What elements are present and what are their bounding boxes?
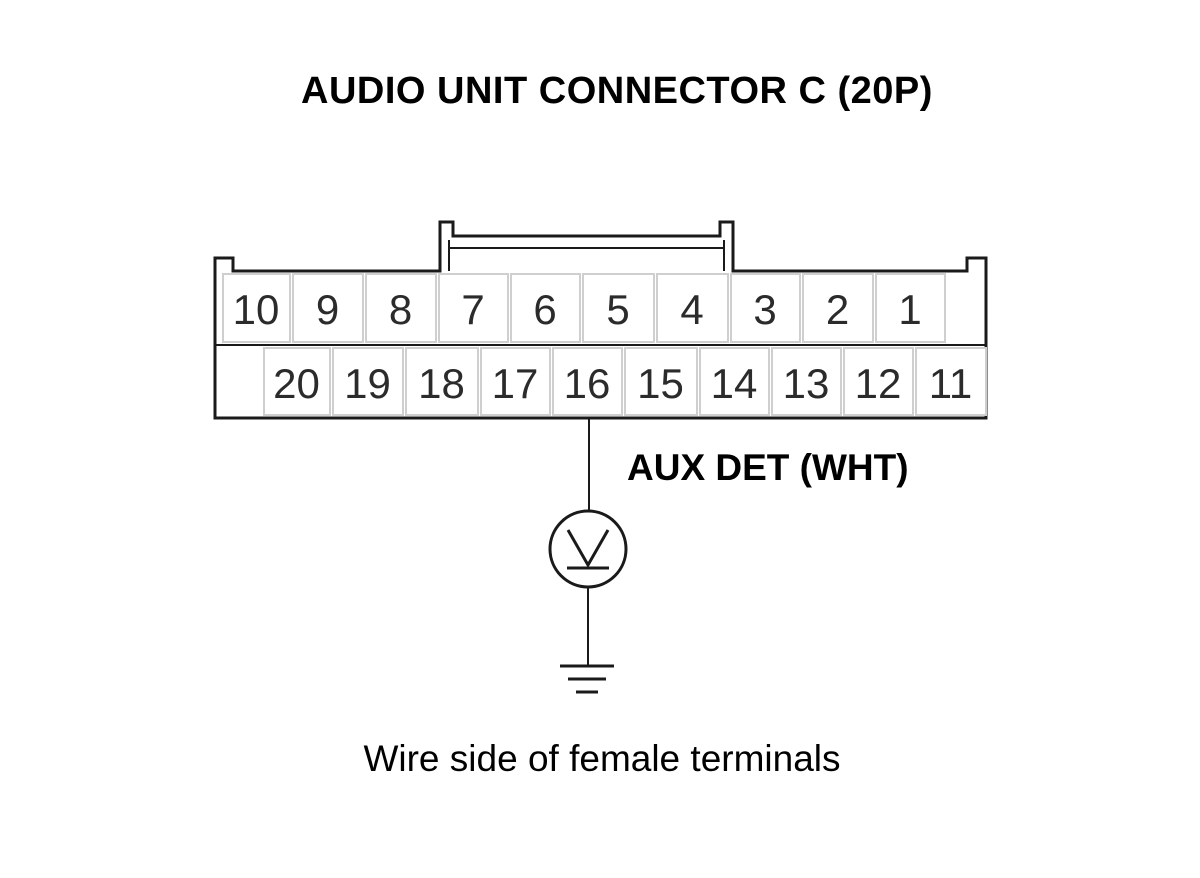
pin-row-top: 10 9 8 7 6 5 4 3 2 1 [215,273,986,346]
pin-label-4: 4 [680,286,703,333]
pin-cell-5 [582,273,655,343]
pin-label-2: 2 [826,286,849,333]
pin-cell-4 [656,273,729,343]
pin-label-11: 11 [929,360,973,407]
pin-label-1: 1 [898,286,921,333]
pin-cell-2 [802,273,874,343]
pin-cell-11 [915,347,987,416]
pin-label-19: 19 [344,360,391,407]
caption: Wire side of female terminals [363,738,841,779]
pin-label-15: 15 [637,360,684,407]
pin-cell-3 [730,273,801,343]
pin-label-9: 9 [316,286,339,333]
pin-cell-17 [480,347,551,416]
pin-label-3: 3 [753,286,776,333]
pin-cell-18 [405,347,479,416]
pin-label-13: 13 [783,360,830,407]
pin-cell-13 [771,347,842,416]
pin-label-7: 7 [461,286,484,333]
pin-cell-15 [624,347,698,416]
pin-cell-9 [292,273,364,343]
pin-cell-7 [438,273,509,343]
pin-label-6: 6 [533,286,556,333]
diagram-title: AUDIO UNIT CONNECTOR C (20P) [301,70,933,112]
pin-cell-19 [332,347,404,416]
pin-cell-20 [263,347,331,416]
pin-cell-12 [843,347,914,416]
ground-icon [560,664,614,694]
pin-label-10: 10 [233,286,280,333]
pin-label-18: 18 [418,360,465,407]
pin-label-17: 17 [492,360,539,407]
voltmeter-icon [548,509,628,589]
pin-cell-14 [699,347,770,416]
pin-cell-16 [552,347,623,416]
pin-label-20: 20 [273,360,320,407]
pin-label-5: 5 [606,286,629,333]
pin-label-16: 16 [564,360,611,407]
pin-label-12: 12 [855,360,902,407]
pin-label-8: 8 [389,286,412,333]
pin-cell-8 [365,273,437,343]
pin-label-14: 14 [711,360,758,407]
wire-label-aux-det: AUX DET (WHT) [627,447,909,488]
pin-cell-6 [510,273,581,343]
pin-cell-1 [875,273,946,343]
pin-row-bottom: 20 19 18 17 16 15 14 13 12 11 [263,347,987,416]
pin-cell-10 [222,273,291,343]
